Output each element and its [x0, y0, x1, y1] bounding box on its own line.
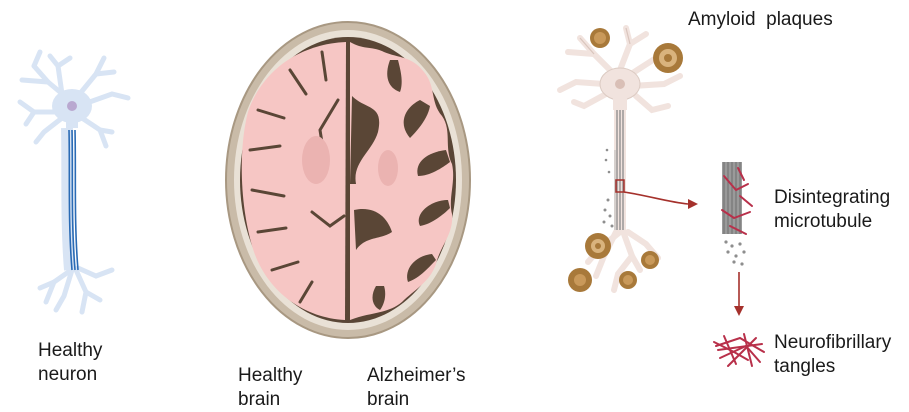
plaque [641, 251, 659, 269]
brain-cross-section [226, 22, 470, 338]
neuron-nucleus [67, 101, 77, 111]
microtubule-debris [603, 149, 614, 228]
diseased-axon [615, 108, 623, 232]
label-alzheimers-brain: Alzheimer’s brain [367, 364, 466, 412]
label-amyloid-plaques: Amyloid plaques [688, 8, 833, 32]
healthy-axon [67, 128, 78, 270]
label-disintegrating-microtubule: Disintegrating microtubule [774, 186, 890, 234]
label-healthy-neuron: Healthy neuron [38, 339, 102, 387]
label-neurofibrillary-tangles: Neurofibrillary tangles [774, 331, 891, 379]
arrow-to-microtubule [624, 192, 698, 209]
neurofibrillary-tangles [714, 334, 764, 366]
arrow-to-tangles [734, 272, 744, 316]
plaque [590, 28, 610, 48]
plaque [568, 268, 592, 292]
plaque [585, 233, 611, 259]
label-healthy-brain: Healthy brain [238, 364, 302, 412]
healthy-neuron [20, 52, 128, 312]
plaque [653, 43, 683, 73]
plaque [619, 271, 637, 289]
disintegrating-microtubule [722, 162, 752, 266]
